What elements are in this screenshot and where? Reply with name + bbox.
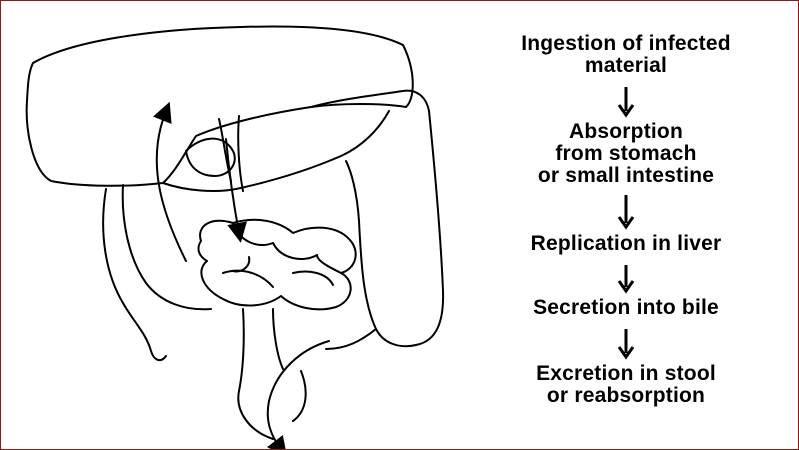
excretion-arrow — [268, 341, 329, 449]
liver-outline — [27, 27, 413, 186]
intestine-outline — [199, 220, 356, 310]
step-ingestion: Ingestion of infected material — [456, 33, 796, 81]
pathway-steps: Ingestion of infected material Absorptio… — [456, 33, 796, 407]
liver-intestine-illustration — [11, 11, 451, 449]
step-secretion: Secretion into bile — [456, 297, 796, 323]
bile-arrow-down — [226, 139, 239, 233]
down-arrow-icon — [616, 323, 636, 363]
down-arrow-icon — [616, 189, 636, 233]
step-excretion: Excretion in stool or reabsorption — [456, 363, 796, 407]
step-absorption: Absorption from stomach or small intesti… — [456, 121, 796, 189]
down-arrow-icon — [616, 81, 636, 121]
liver-lobe-outline — [163, 111, 389, 191]
down-arrow-icon — [616, 259, 636, 297]
step-replication: Replication in liver — [456, 233, 796, 259]
